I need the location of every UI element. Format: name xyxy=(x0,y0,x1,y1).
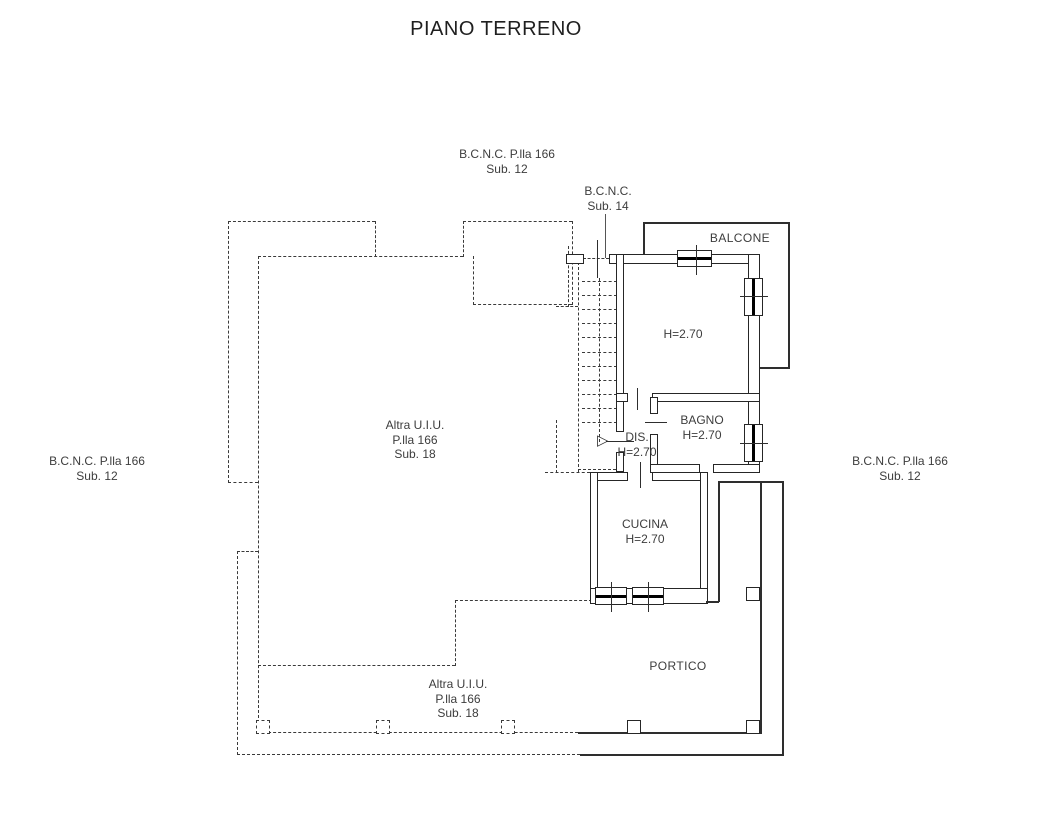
boundary-dashed xyxy=(237,754,580,755)
leader-line-sub14 xyxy=(605,214,606,258)
pillar-dashed xyxy=(256,720,270,734)
label-line: B.C.N.C. P.lla 166 xyxy=(459,147,555,161)
label-bcnc-right: B.C.N.C. P.lla 166 Sub. 12 xyxy=(852,454,948,483)
axis-tick xyxy=(648,582,649,612)
label-line: Sub. 12 xyxy=(879,468,921,483)
axis-tick xyxy=(740,443,768,444)
boundary-dashed xyxy=(473,256,474,305)
room-label-cucina: CUCINA H=2.70 xyxy=(622,517,668,546)
label-line: B.C.N.C. xyxy=(584,184,632,198)
label-line: P.lla 166 xyxy=(392,432,438,447)
label-line: Sub. 14 xyxy=(587,198,629,213)
room-name: CUCINA xyxy=(621,517,669,531)
label-line: Sub. 18 xyxy=(394,447,436,461)
wall-segment xyxy=(616,254,624,432)
portico-edge xyxy=(760,481,762,734)
room-label-portico: PORTICO xyxy=(649,659,707,673)
axis-tick xyxy=(606,441,634,442)
boundary-dashed xyxy=(463,221,572,222)
axis-tick xyxy=(696,245,697,275)
room-label-main-height: H=2.70 xyxy=(663,327,703,341)
boundary-dashed xyxy=(463,221,464,257)
balcony-edge xyxy=(758,367,789,369)
label-line: B.C.N.C. P.lla 166 xyxy=(49,454,145,468)
label-line: B.C.N.C. P.lla 166 xyxy=(852,454,948,468)
axis-tick xyxy=(637,388,638,410)
boundary-dashed xyxy=(237,551,238,755)
portico-edge xyxy=(580,754,783,756)
boundary-dashed xyxy=(258,256,463,257)
room-height: H=2.70 xyxy=(617,444,657,459)
window xyxy=(744,278,763,316)
portico-edge xyxy=(718,481,720,602)
boundary-dashed xyxy=(237,551,258,552)
boundary-dashed xyxy=(258,732,578,733)
pillar-dashed xyxy=(376,720,390,734)
label-altra-bottom: Altra U.I.U. P.lla 166 Sub. 18 xyxy=(429,677,488,721)
stairwell-side-dashed xyxy=(556,306,578,307)
lobby-dashed xyxy=(545,472,590,473)
room-label-dis: DIS. H=2.70 xyxy=(617,430,656,459)
label-line: Sub. 12 xyxy=(76,468,118,483)
label-line: Altra U.I.U. xyxy=(428,677,488,691)
stairwell-side-dashed xyxy=(578,262,579,472)
portico-edge xyxy=(578,732,761,734)
boundary-dashed xyxy=(258,665,455,666)
stairwell-side-dashed xyxy=(568,246,569,307)
room-height: H=2.70 xyxy=(682,427,722,442)
portico-edge xyxy=(706,601,719,603)
room-height: H=2.70 xyxy=(625,531,665,546)
label-line: Sub. 12 xyxy=(486,161,528,176)
boundary-dashed xyxy=(473,304,572,305)
axis-tick xyxy=(645,422,667,423)
boundary-dashed xyxy=(455,600,592,601)
pillar-dashed xyxy=(501,720,515,734)
page-title: PIANO TERRENO xyxy=(410,18,582,40)
stair-door-dashed xyxy=(583,258,609,259)
wall-segment xyxy=(590,472,598,604)
wall-segment xyxy=(616,452,624,472)
pillar xyxy=(746,587,760,601)
label-line: P.lla 166 xyxy=(435,691,481,706)
axis-tick xyxy=(640,462,641,488)
boundary-dashed xyxy=(228,221,375,222)
label-line: Sub. 18 xyxy=(437,706,479,720)
lobby-dashed xyxy=(556,420,557,473)
pillar xyxy=(746,720,760,734)
portico-edge xyxy=(718,481,783,483)
wall-segment xyxy=(566,254,584,264)
wall-segment xyxy=(616,393,628,402)
balcony-edge xyxy=(643,222,645,256)
wall-segment xyxy=(700,472,708,602)
wall-segment xyxy=(652,393,760,402)
window xyxy=(677,250,712,267)
stair-center-rail xyxy=(599,278,600,442)
boundary-dashed xyxy=(375,221,376,257)
portico-edge xyxy=(782,481,784,756)
boundary-dashed xyxy=(228,221,229,483)
label-bcnc-top: B.C.N.C. P.lla 166 Sub. 12 xyxy=(459,147,555,176)
label-altra-center: Altra U.I.U. P.lla 166 Sub. 18 xyxy=(386,418,445,462)
axis-tick xyxy=(740,296,768,297)
boundary-dashed xyxy=(228,482,258,483)
stair-bottom-dashed xyxy=(578,469,616,470)
boundary-dashed xyxy=(455,600,456,666)
stair-direction-arrow: ▷ xyxy=(597,432,609,449)
room-label-bagno: BAGNO H=2.70 xyxy=(680,413,723,442)
room-name: DIS. xyxy=(625,430,649,444)
wall-segment xyxy=(650,397,658,414)
label-line: Altra U.I.U. xyxy=(385,418,445,432)
label-bcnc-left: B.C.N.C. P.lla 166 Sub. 12 xyxy=(49,454,145,483)
pillar xyxy=(627,720,641,734)
axis-tick xyxy=(597,240,598,278)
axis-tick xyxy=(611,582,612,612)
room-name: BAGNO xyxy=(680,413,724,427)
wall-segment xyxy=(713,464,760,473)
boundary-dashed xyxy=(258,256,259,733)
label-bcnc-stair: B.C.N.C. Sub. 14 xyxy=(584,184,631,213)
balcony-edge xyxy=(643,222,790,224)
room-label-balcone: BALCONE xyxy=(709,231,771,245)
balcony-edge xyxy=(788,222,790,369)
